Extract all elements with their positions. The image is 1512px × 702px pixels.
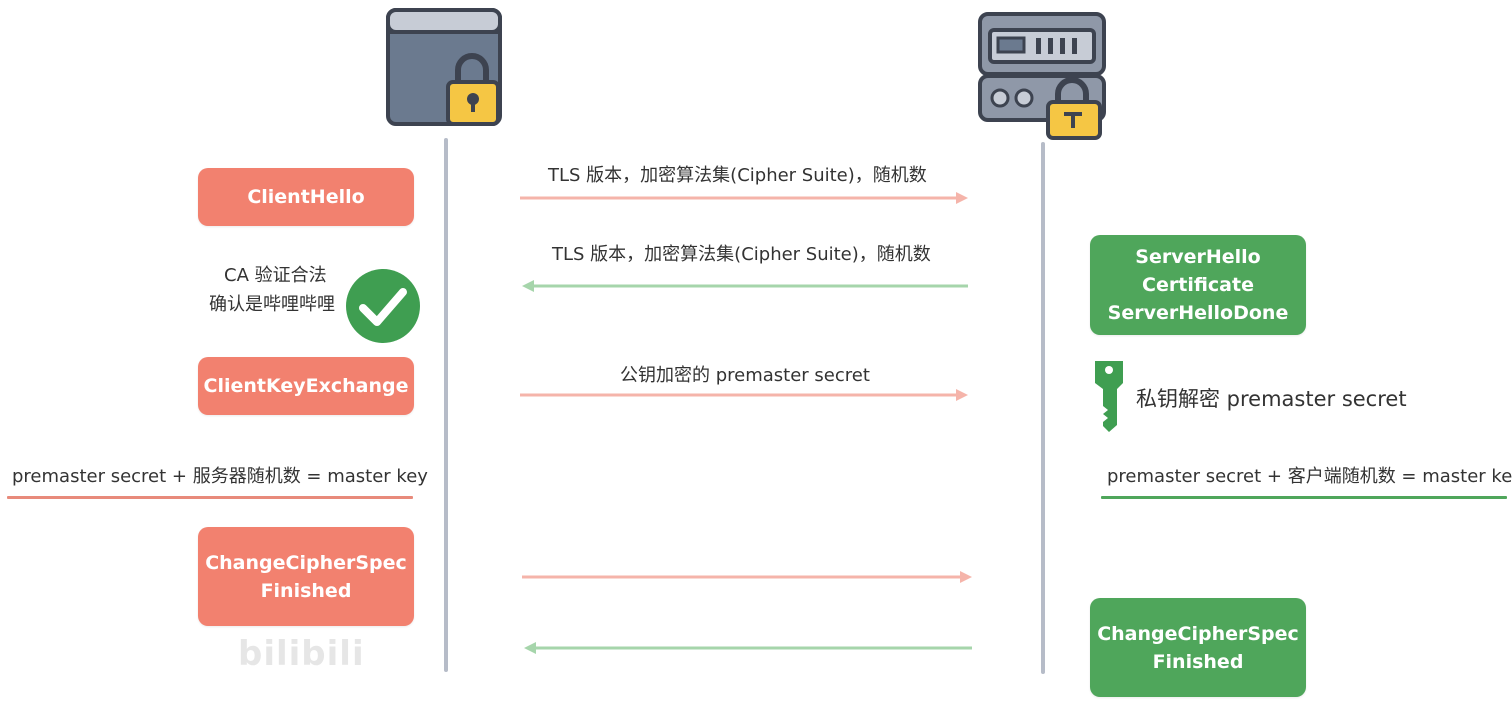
server-master-key-formula: premaster secret + 客户端随机数 = master key — [1107, 466, 1512, 487]
server-formula-underline — [1101, 496, 1507, 499]
client-finish-box: ChangeCipherSpec Finished — [198, 527, 414, 626]
client-formula-underline — [7, 496, 413, 499]
server-hello-done-label: ServerHelloDone — [1107, 302, 1289, 324]
server-hello-box: ServerHello Certificate ServerHelloDone — [1090, 235, 1306, 335]
client-to-server-arrow-3 — [522, 571, 972, 583]
ca-verify-line-1: CA 验证合法 — [224, 265, 327, 286]
client-to-server-arrow-1 — [520, 192, 968, 204]
client-master-key-formula: premaster secret + 服务器随机数 = master key — [12, 466, 428, 487]
client-hello-label: ClientHello — [247, 186, 365, 208]
key-icon — [1092, 357, 1126, 433]
certificate-label: Certificate — [1142, 274, 1254, 296]
server-to-client-arrow-1 — [522, 280, 968, 292]
ca-verify-line-2: 确认是哔哩哔哩 — [209, 294, 335, 315]
client-hello-message-label: TLS 版本，加密算法集(Cipher Suite)，随机数 — [548, 165, 927, 186]
client-change-cipher-spec-label: ChangeCipherSpec — [205, 551, 407, 574]
server-change-cipher-spec-label: ChangeCipherSpec — [1097, 622, 1299, 645]
server-hello-label: ServerHello — [1135, 246, 1261, 268]
client-to-server-arrow-2 — [520, 389, 968, 401]
server-lifeline — [1041, 142, 1045, 674]
server-to-client-arrow-2 — [524, 642, 972, 654]
client-key-exchange-box: ClientKeyExchange — [198, 357, 414, 415]
server-finished-label: Finished — [1152, 650, 1244, 673]
client-lifeline — [444, 138, 448, 672]
client-finished-label: Finished — [260, 579, 352, 602]
checkmark-circle-icon — [345, 268, 421, 344]
client-key-exchange-label: ClientKeyExchange — [203, 375, 409, 397]
server-finish-box: ChangeCipherSpec Finished — [1090, 598, 1306, 697]
premaster-message-label: 公钥加密的 premaster secret — [620, 365, 870, 386]
server-hello-message-label: TLS 版本，加密算法集(Cipher Suite)，随机数 — [552, 244, 931, 265]
watermark-logo: bilibili — [238, 634, 365, 674]
browser-window-lock-icon — [386, 8, 506, 130]
server-decrypt-note: 私钥解密 premaster secret — [1136, 387, 1407, 411]
client-hello-box: ClientHello — [198, 168, 414, 226]
server-lock-icon — [976, 10, 1108, 140]
